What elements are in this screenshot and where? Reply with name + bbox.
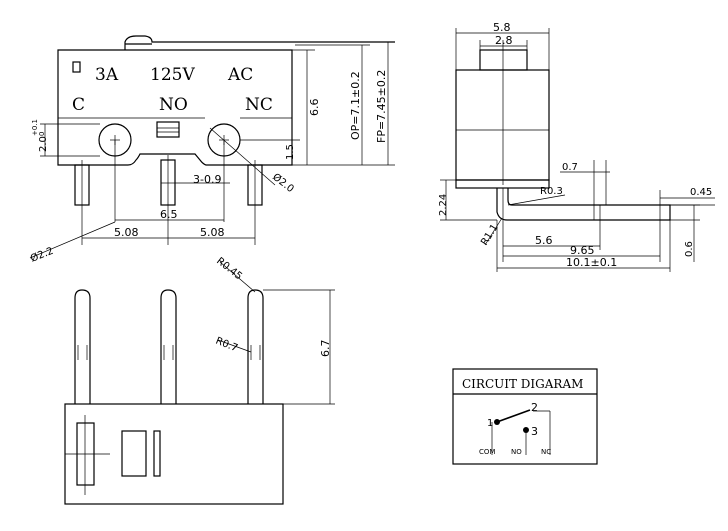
dim-5-8-text: 5.8: [493, 21, 511, 34]
circuit-pin-1: 1: [487, 418, 493, 429]
dim-10-1-text: 10.1±0.1: [566, 256, 617, 269]
circuit-label-nc: NC: [541, 448, 551, 456]
side-body: [455, 69, 550, 181]
side-actuator-button: [479, 49, 528, 71]
dim-1-5-text: 1.5: [285, 144, 296, 160]
dim-r0-45-text: R0.45: [214, 256, 244, 283]
dim-5-6-text: 5.6: [535, 234, 553, 247]
dim-r0-7-leader: [217, 339, 252, 353]
dim-2-8-text: 2.8: [495, 34, 513, 47]
side-terminal-lever: [496, 188, 671, 221]
dim-6-6-text: 6.6: [308, 99, 321, 117]
circuit-box: [452, 368, 598, 465]
dim-hole-dia-tol-upper: +0.1: [31, 119, 39, 136]
dim-r1-1-leader: [484, 217, 503, 246]
dim-dia-2-2-text: Ø2.2: [29, 245, 56, 265]
dim-pin-width-text: 3-0.9: [193, 173, 221, 186]
front-view: 3A 125V AC C NO NC 2.0 +0.1 0: [29, 35, 395, 265]
dim-0-7-text: 0.7: [562, 162, 578, 173]
bottom-pin-nc: [247, 289, 264, 404]
circuit-contact-arm: [496, 409, 531, 423]
marker-notch: [72, 61, 81, 73]
bottom-pin-no: [160, 289, 177, 404]
circuit-node-1: [494, 419, 500, 425]
dim-hole-dia-leader: [209, 127, 276, 186]
terminal-nc-text: NC: [245, 95, 273, 115]
center-window: [156, 121, 180, 138]
rating-type-text: AC: [227, 65, 253, 85]
terminal-no-text: NO: [159, 95, 188, 115]
terminal-c-text: C: [72, 95, 85, 115]
circuit-pin-2: 2: [531, 401, 538, 414]
dim-6-7-text: 6.7: [319, 340, 332, 358]
dim-r0-7-text: R0.7: [214, 336, 239, 355]
dim-pitch-right-text: 5.08: [200, 226, 225, 239]
dim-dia-2-2-leader: [29, 221, 116, 259]
dim-r0-3-text: R0.3: [540, 186, 563, 197]
bottom-window-center: [121, 430, 147, 477]
dim-0-6-text: 0.6: [684, 241, 695, 257]
dim-2-24-text: 2.24: [438, 194, 449, 216]
rating-voltage-text: 125V: [150, 65, 195, 85]
circuit-label-com: COM: [479, 448, 495, 456]
dim-9-65-text: 9.65: [570, 244, 595, 257]
dim-hole-dia-tol-lower: 0: [38, 132, 46, 136]
bottom-view: R0.45 R0.7 6.7: [64, 256, 335, 505]
dim-hole-dia-base: 2.0: [38, 136, 49, 152]
dim-r0-45-leader: [219, 261, 256, 293]
dim-6-5-text: 6.5: [160, 208, 178, 221]
circuit-title: CIRCUIT DIGARAM: [462, 377, 583, 391]
dim-op-text: OP=7.1±0.2: [349, 71, 362, 140]
circuit-label-no: NO: [511, 448, 522, 456]
dim-0-45-text: 0.45: [690, 187, 712, 198]
circuit-diagram: CIRCUIT DIGARAM 1 2 3 COM NO NC: [452, 368, 598, 465]
actuator-lever: [124, 35, 395, 50]
circuit-pin-3: 3: [531, 425, 538, 438]
side-view: 5.8 2.8 0.7 R0.3 0.45 2.24 R1.1 5.6: [438, 21, 715, 272]
side-base: [455, 179, 550, 189]
dim-r1-1-text: R1.1: [479, 222, 500, 247]
dim-pitch-left-text: 5.08: [114, 226, 139, 239]
rating-current-text: 3A: [95, 65, 119, 85]
bottom-pin-com: [74, 289, 91, 404]
switch-body-outline: [57, 49, 293, 166]
dim-r0-3-leader: [507, 194, 566, 206]
dim-hole-dia-label: Ø2.0: [270, 171, 296, 195]
bottom-slot-narrow: [153, 430, 161, 477]
dim-fp-text: FP=7.45±0.2: [375, 70, 388, 143]
